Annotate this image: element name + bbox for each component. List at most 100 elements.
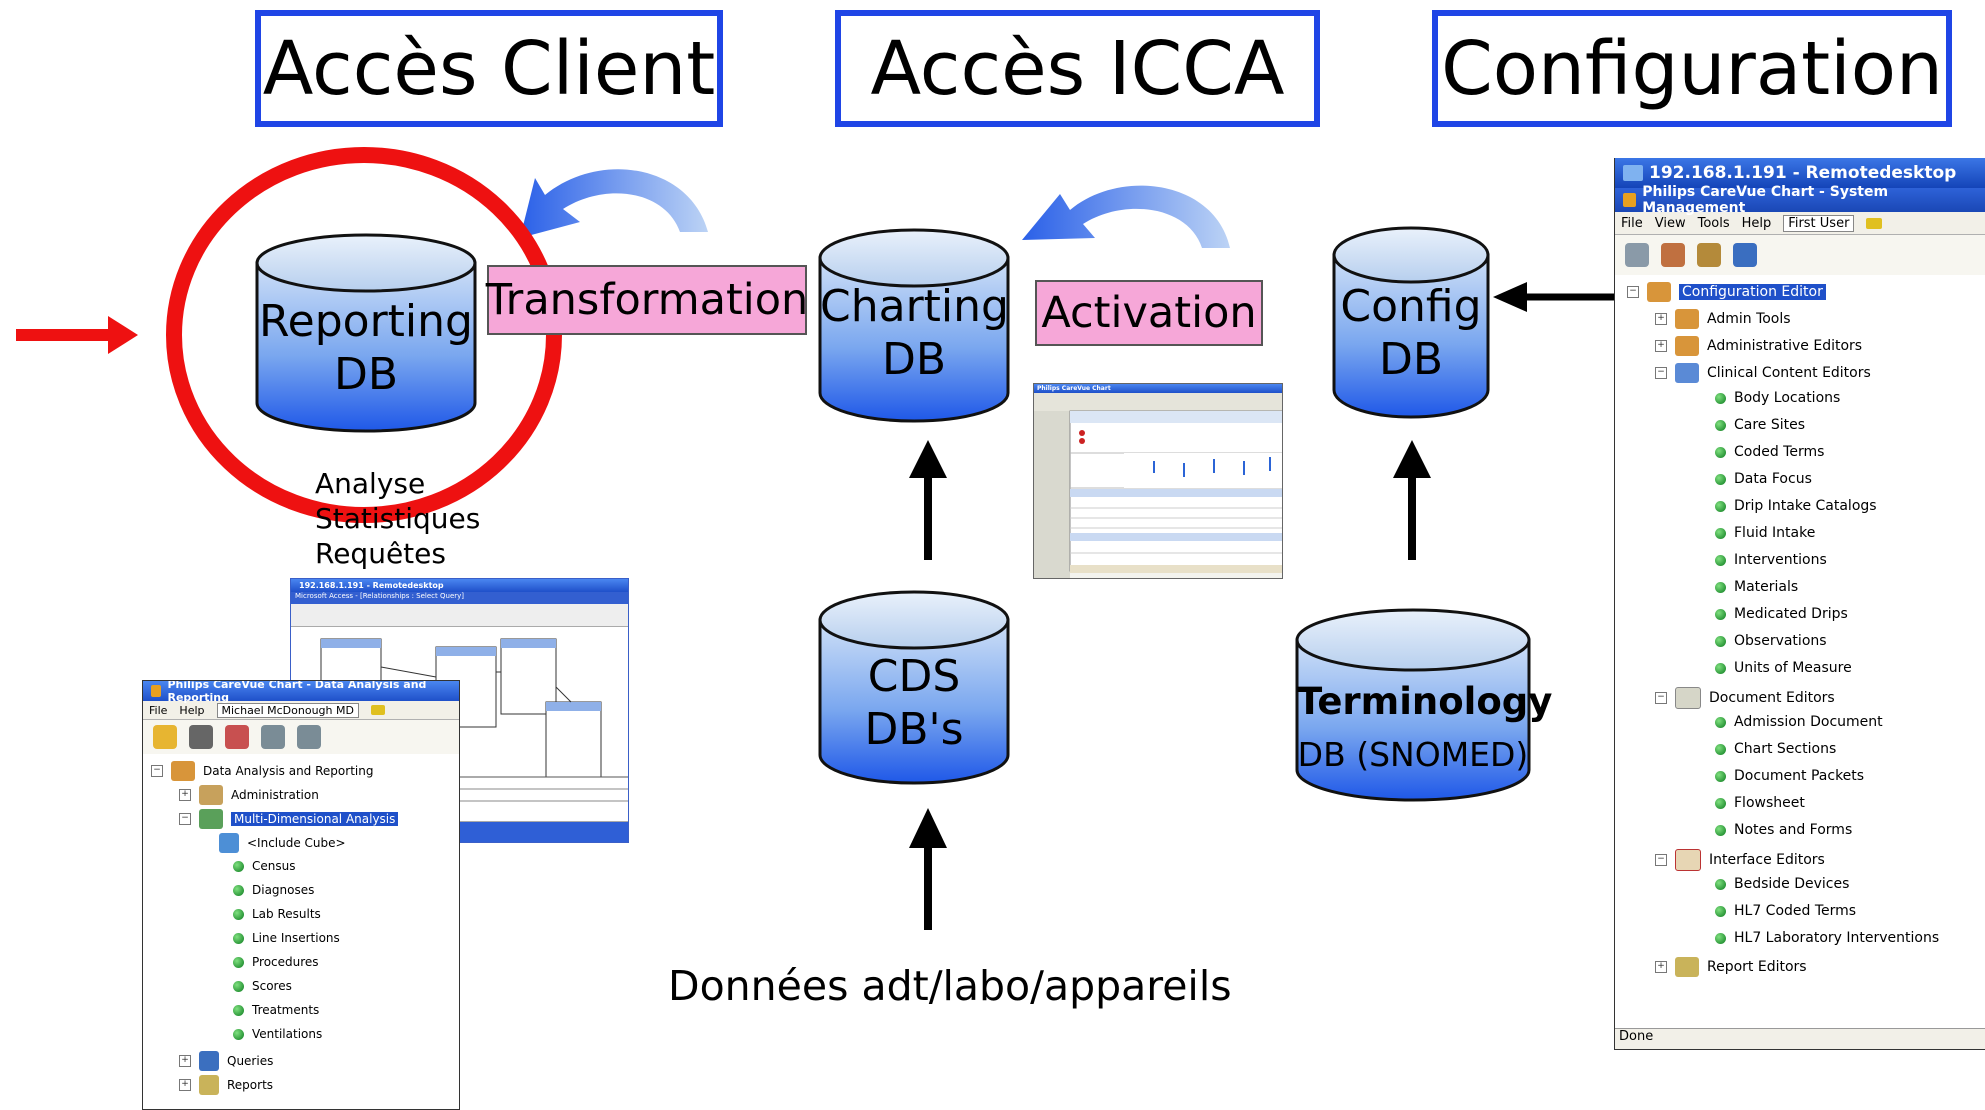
expand-icon[interactable]: + — [179, 789, 191, 801]
user-add-icon[interactable] — [261, 725, 285, 749]
expand-icon[interactable]: + — [1655, 313, 1667, 325]
edit-icon[interactable] — [1697, 243, 1721, 267]
report-group[interactable]: +Report Editors — [1655, 957, 1807, 977]
clinical-item[interactable]: Drip Intake Catalogs — [1715, 498, 1877, 514]
config-group[interactable]: −Clinical Content Editors — [1655, 363, 1871, 383]
interface-item[interactable]: Bedside Devices — [1715, 876, 1849, 892]
key-icon[interactable] — [1866, 217, 1883, 229]
config-db-line2: DB — [1378, 334, 1444, 385]
tree-include-cube[interactable]: <Include Cube> — [219, 833, 346, 853]
terminology-db-label: Terminology DB (SNOMED) — [1297, 675, 1552, 781]
mda-item[interactable]: Procedures — [233, 955, 319, 969]
config-db-line1: Config — [1340, 281, 1482, 332]
mda-item[interactable]: Ventilations — [233, 1027, 322, 1041]
collapse-icon[interactable]: − — [151, 765, 163, 777]
clinical-item[interactable]: Medicated Drips — [1715, 606, 1848, 622]
config-group[interactable]: +Admin Tools — [1655, 309, 1791, 329]
collapse-icon[interactable]: − — [1655, 854, 1667, 866]
mda-item[interactable]: Treatments — [233, 1003, 319, 1017]
document-item[interactable]: Notes and Forms — [1715, 822, 1852, 838]
config-group[interactable]: +Administrative Editors — [1655, 336, 1862, 356]
terminology-db-cylinder — [1295, 608, 1531, 802]
config-menu-help[interactable]: Help — [1741, 215, 1772, 231]
green-bullet-icon — [1715, 662, 1726, 674]
key-icon[interactable] — [370, 705, 385, 715]
mda-item[interactable]: Census — [233, 859, 295, 873]
config-menu-file[interactable]: File — [1621, 215, 1643, 231]
clinical-item[interactable]: Care Sites — [1715, 417, 1805, 433]
mda-item[interactable]: Diagnoses — [233, 883, 314, 897]
document-item[interactable]: Document Packets — [1715, 768, 1864, 784]
interface-item-label: HL7 Laboratory Interventions — [1734, 930, 1940, 946]
config-editor-window: 192.168.1.191 - Remotedesktop Philips Ca… — [1614, 158, 1985, 1050]
green-bullet-icon — [1715, 608, 1726, 620]
clinical-item[interactable]: Interventions — [1715, 552, 1827, 568]
document-item[interactable]: Flowsheet — [1715, 795, 1805, 811]
clinical-item[interactable]: Coded Terms — [1715, 444, 1824, 460]
flowsheet-grid — [1034, 393, 1282, 578]
config-app-title-text: Philips CareVue Chart - System Managemen… — [1642, 184, 1889, 216]
clinical-item[interactable]: Units of Measure — [1715, 660, 1852, 676]
interface-group[interactable]: − Interface Editors — [1655, 849, 1825, 871]
expand-icon[interactable]: + — [1655, 340, 1667, 352]
clinical-item[interactable]: Data Focus — [1715, 471, 1812, 487]
tree-reports[interactable]: + Reports — [179, 1075, 273, 1095]
config-menu-tools[interactable]: Tools — [1697, 215, 1730, 231]
clinical-item-label: Medicated Drips — [1734, 606, 1848, 622]
document-item[interactable]: Admission Document — [1715, 714, 1883, 730]
admin-folder-icon — [199, 785, 223, 805]
document-item-label: Document Packets — [1734, 768, 1865, 784]
open-folder-icon[interactable] — [153, 725, 177, 749]
search-icon — [199, 1051, 219, 1071]
tree-reports-label: Reports — [227, 1078, 274, 1092]
clinical-item[interactable]: Materials — [1715, 579, 1798, 595]
expand-icon[interactable]: + — [179, 1055, 191, 1067]
terminology-to-config-arrow — [1393, 440, 1431, 560]
reporting-menu-help[interactable]: Help — [179, 703, 205, 717]
properties-icon[interactable] — [1733, 243, 1757, 267]
printer-icon[interactable] — [1625, 243, 1649, 267]
tree-mda[interactable]: −Multi-Dimensional Analysis — [179, 809, 399, 829]
reporting-user-field[interactable]: Michael McDonough MD — [216, 702, 359, 718]
collapse-icon[interactable]: − — [1627, 286, 1639, 298]
document-group[interactable]: −Document Editors — [1655, 687, 1835, 709]
remote-desktop-icon — [1623, 165, 1643, 181]
document-item[interactable]: Chart Sections — [1715, 741, 1836, 757]
mda-item[interactable]: Scores — [233, 979, 292, 993]
reporting-db-line2: DB — [333, 349, 399, 400]
mda-item-label: Procedures — [252, 955, 319, 969]
tree-administration[interactable]: +Administration — [179, 785, 319, 805]
collapse-icon[interactable]: − — [1655, 692, 1667, 704]
collapse-icon[interactable]: − — [179, 813, 191, 825]
red-pointer-arrow — [16, 316, 138, 354]
expand-icon[interactable]: + — [179, 1079, 191, 1091]
database-folder-icon — [1647, 282, 1671, 302]
find-icon[interactable] — [1661, 243, 1685, 267]
reporting-menu-file[interactable]: File — [149, 703, 168, 717]
tree-root[interactable]: −Data Analysis and Reporting — [151, 761, 373, 781]
mda-item-label: Diagnoses — [252, 883, 315, 897]
config-user-field[interactable]: First User — [1783, 214, 1855, 232]
green-bullet-icon — [1715, 446, 1726, 458]
collapse-icon[interactable]: − — [1655, 367, 1667, 379]
stop-icon[interactable] — [189, 725, 213, 749]
config-menu-view[interactable]: View — [1654, 215, 1686, 231]
clinical-item[interactable]: Observations — [1715, 633, 1827, 649]
clinical-item[interactable]: Fluid Intake — [1715, 525, 1815, 541]
config-tree-root[interactable]: −Configuration Editor — [1627, 282, 1826, 302]
clinical-item-label: Observations — [1734, 633, 1827, 649]
users-icon[interactable] — [225, 725, 249, 749]
mda-item[interactable]: Lab Results — [233, 907, 321, 921]
interface-item[interactable]: HL7 Coded Terms — [1715, 903, 1856, 919]
database-folder-icon — [1675, 336, 1699, 356]
mda-item[interactable]: Line Insertions — [233, 931, 340, 945]
reporting-use-requetes: Requêtes — [315, 537, 446, 570]
interface-item[interactable]: HL7 Laboratory Interventions — [1715, 930, 1939, 946]
interface-group-label: Interface Editors — [1709, 852, 1825, 868]
clinical-item[interactable]: Body Locations — [1715, 390, 1840, 406]
terminology-db-line2: DB (SNOMED) — [1297, 735, 1529, 774]
tree-queries[interactable]: +Queries — [179, 1051, 273, 1071]
user-remove-icon[interactable] — [297, 725, 321, 749]
cds-db-line2: DB's — [864, 704, 964, 755]
expand-icon[interactable]: + — [1655, 961, 1667, 973]
